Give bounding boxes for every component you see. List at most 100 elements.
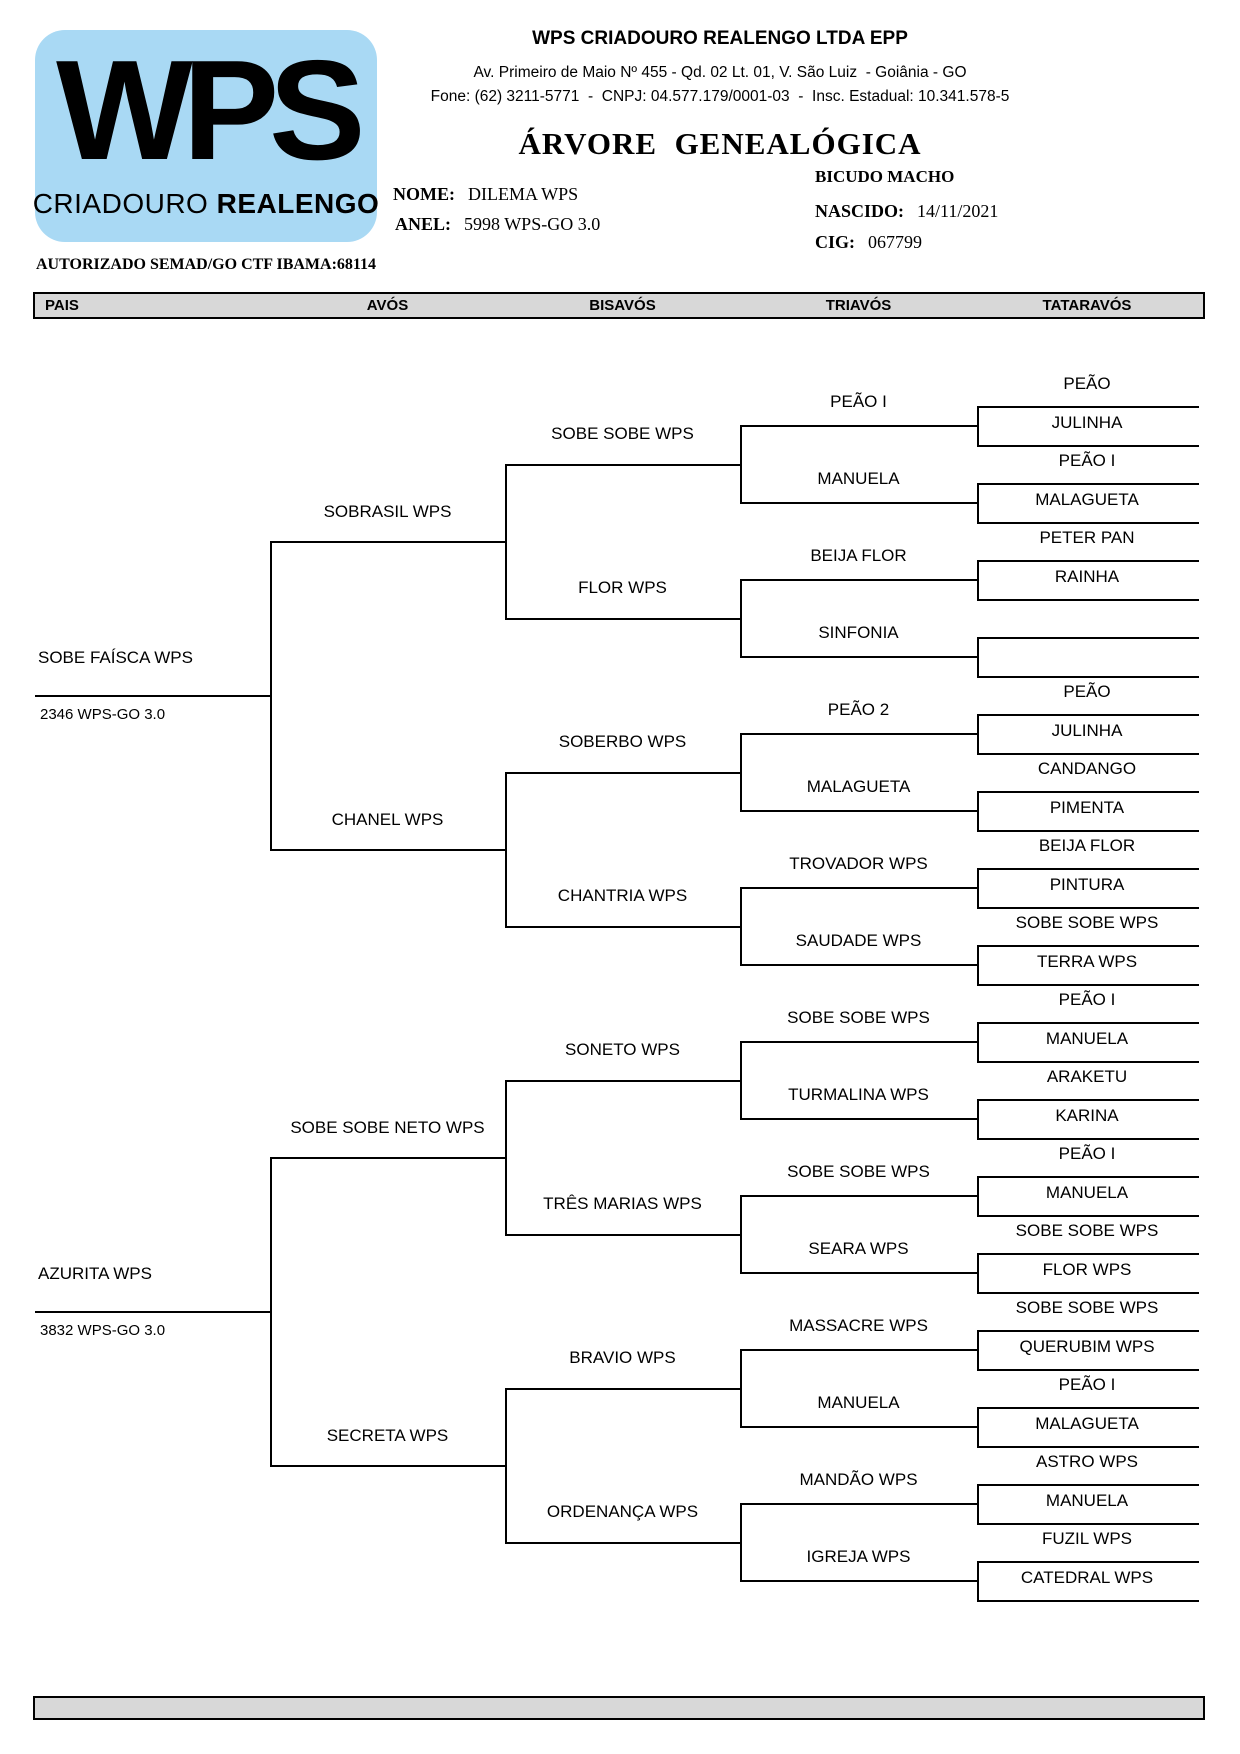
pedigree-label-tataravos-12: BEIJA FLOR (1038, 836, 1136, 855)
pedigree-line-tataravos-12 (977, 868, 1199, 870)
column-header-triavos: TRIAVÓS (825, 297, 892, 314)
authorization-note: AUTORIZADO SEMAD/GO CTF IBAMA:68114 (36, 256, 377, 273)
pedigree-line-tataravos-31 (977, 1599, 1199, 1602)
pedigree-line-triavos-1 (740, 502, 979, 505)
pedigree-line-tataravos-7 (977, 675, 1199, 678)
pedigree-line-bisavos-0 (505, 463, 742, 466)
pedigree-line-tataravos-25 (977, 1368, 1199, 1371)
pedigree-line-tataravos-5 (977, 598, 1199, 601)
pedigree-label-tataravos-6 (977, 604, 1197, 626)
document-title: ÁRVORE GENEALÓGICA (518, 126, 922, 161)
pedigree-label-triavos-7: SAUDADE WPS (795, 931, 922, 951)
pedigree-line-triavos-14 (740, 1503, 979, 1506)
pedigree-connector-avos-0 (505, 463, 507, 620)
bird-ring: 5998 WPS-GO 3.0 (464, 214, 601, 234)
pedigree-line-triavos-6 (740, 887, 979, 890)
cig-label: CIG: (815, 232, 855, 252)
bird-name-row: NOME:DILEMA WPS (393, 184, 578, 205)
pedigree-label-triavos-2: BEIJA FLOR (810, 546, 907, 566)
pedigree-connector-bisavos-3 (740, 887, 742, 967)
pedigree-label-tataravos-15: TERRA WPS (1036, 951, 1138, 971)
pedigree-line-tataravos-1 (977, 444, 1199, 447)
pedigree-connector-triavos-10 (977, 1176, 979, 1217)
pedigree-label-tataravos-17: MANUELA (1045, 1028, 1129, 1048)
pedigree-label-tataravos-9: JULINHA (1051, 720, 1123, 740)
pedigree-line-tataravos-27 (977, 1445, 1199, 1448)
column-header-tataravos: TATARAVÓS (1042, 297, 1132, 314)
pedigree-label-tataravos-16: PEÃO I (1058, 990, 1116, 1009)
pedigree-label-bisavos-6: BRAVIO WPS (569, 1347, 676, 1367)
pedigree-line-tataravos-8 (977, 714, 1199, 716)
wps-logo: WPS CRIADOURO REALENGO (33, 30, 380, 242)
pedigree-line-avos-1 (270, 848, 507, 851)
pedigree-label-tataravos-7 (977, 643, 1197, 665)
pedigree-label-tataravos-0: PEÃO (1063, 374, 1111, 393)
pedigree-label-triavos-8: SOBE SOBE WPS (787, 1008, 930, 1028)
pedigree-label-triavos-15: IGREJA WPS (806, 1547, 911, 1567)
pedigree-label-triavos-14: MANDÃO WPS (799, 1470, 918, 1490)
pedigree-line-bisavos-2 (505, 771, 742, 774)
pedigree-label-triavos-1: MANUELA (817, 469, 900, 489)
pedigree-label-triavos-11: SEARA WPS (808, 1239, 909, 1259)
pedigree-label-tataravos-28: ASTRO WPS (1035, 1452, 1138, 1471)
nome-label: NOME: (393, 184, 455, 204)
pedigree-label-tataravos-11: PIMENTA (1049, 797, 1125, 817)
pedigree-label-tataravos-24: SOBE SOBE WPS (1015, 1298, 1159, 1317)
column-header-bar (33, 292, 1205, 319)
pedigree-line-avos-2 (270, 1156, 507, 1159)
pedigree-label-bisavos-7: ORDENANÇA WPS (546, 1501, 699, 1521)
pedigree-label-avos-2: SOBE SOBE NETO WPS (290, 1117, 485, 1137)
pedigree-label-pais-0: SOBE FAÍSCA WPS (38, 647, 193, 667)
pedigree-line-bisavos-7 (505, 1541, 742, 1544)
pedigree-connector-triavos-1 (977, 483, 979, 524)
pedigree-line-tataravos-6 (977, 637, 1199, 639)
pedigree-label-tataravos-22: SOBE SOBE WPS (1015, 1221, 1159, 1240)
pedigree-label-tataravos-21: MANUELA (1045, 1182, 1129, 1202)
pedigree-connector-triavos-15 (977, 1561, 979, 1602)
bird-type: BICUDO MACHO (815, 167, 955, 186)
pedigree-label-tataravos-3: MALAGUETA (1035, 489, 1139, 509)
column-header-bisavos: BISAVÓS (589, 297, 656, 314)
pedigree-line-tataravos-21 (977, 1214, 1199, 1217)
pedigree-label-tataravos-25: QUERUBIM WPS (1019, 1336, 1155, 1356)
birthdate: 14/11/2021 (917, 201, 999, 221)
footer-bar (33, 1696, 1205, 1720)
pedigree-label-tataravos-8: PEÃO (1063, 682, 1111, 701)
pedigree-connector-triavos-3 (977, 637, 979, 678)
ring-number-0: 2346 WPS-GO 3.0 (40, 705, 166, 723)
pedigree-line-tataravos-13 (977, 906, 1199, 909)
logo-subtitle-realengo: REALENGO (216, 188, 380, 219)
pedigree-line-bisavos-5 (505, 1233, 742, 1236)
pedigree-label-triavos-9: TURMALINA WPS (788, 1085, 929, 1105)
pedigree-label-tataravos-27: MALAGUETA (1035, 1413, 1139, 1433)
pedigree-label-tataravos-4: PETER PAN (1039, 528, 1135, 547)
pedigree-connector-triavos-12 (977, 1330, 979, 1371)
pedigree-connector-triavos-9 (977, 1099, 979, 1140)
pedigree-label-avos-1: CHANEL WPS (331, 809, 444, 829)
pedigree-line-tataravos-11 (977, 829, 1199, 832)
pedigree-line-tataravos-28 (977, 1484, 1199, 1486)
pedigree-label-tataravos-26: PEÃO I (1058, 1375, 1116, 1394)
pedigree-line-tataravos-30 (977, 1561, 1199, 1563)
pedigree-line-bisavos-4 (505, 1079, 742, 1082)
pedigree-label-tataravos-13: PINTURA (1049, 874, 1125, 894)
pedigree-label-tataravos-1: JULINHA (1051, 412, 1123, 432)
pedigree-label-bisavos-1: FLOR WPS (578, 577, 667, 597)
company-name: WPS CRIADOURO REALENGO LTDA EPP (532, 28, 908, 49)
pedigree-connector-bisavos-5 (740, 1195, 742, 1275)
nascido-label: NASCIDO: (815, 201, 905, 221)
pedigree-line-triavos-12 (740, 1349, 979, 1352)
pedigree-line-triavos-0 (740, 425, 979, 428)
pedigree-label-tataravos-18: ARAKETU (1046, 1067, 1128, 1086)
pedigree-line-bisavos-6 (505, 1387, 742, 1390)
pedigree-line-triavos-11 (740, 1272, 979, 1275)
pedigree-line-triavos-7 (740, 964, 979, 967)
pedigree-line-tataravos-26 (977, 1407, 1199, 1409)
pedigree-line-tataravos-0 (977, 406, 1199, 408)
wps-logo-text: WPS (56, 31, 366, 190)
pedigree-connector-bisavos-7 (740, 1503, 742, 1583)
pedigree-line-triavos-8 (740, 1041, 979, 1044)
pedigree-label-triavos-6: TROVADOR WPS (789, 854, 928, 874)
